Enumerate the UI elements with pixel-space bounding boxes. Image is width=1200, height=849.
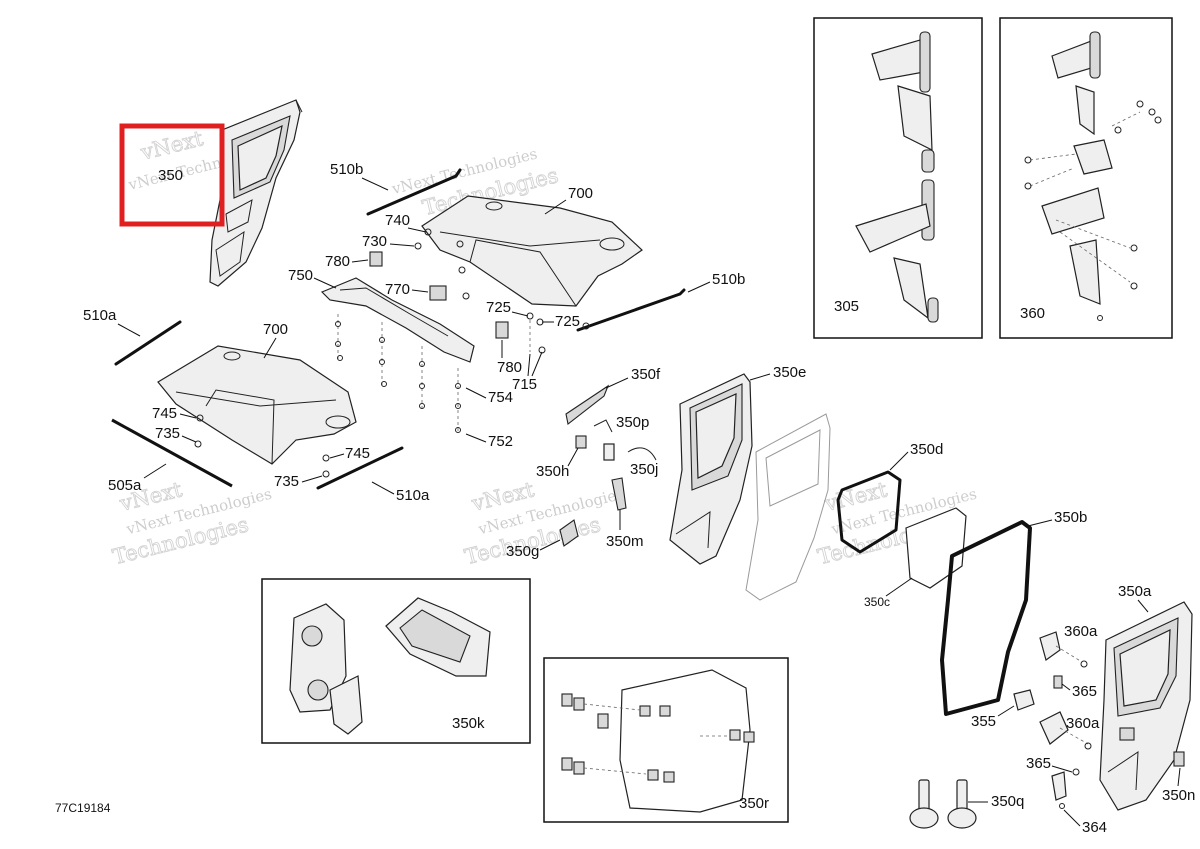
roof-panel-right-700 xyxy=(421,195,643,307)
label-350f: 350f xyxy=(631,366,661,383)
hinge-360a-lower xyxy=(1039,711,1092,750)
label-770: 770 xyxy=(385,281,410,298)
label-780-mid: 780 xyxy=(497,359,522,376)
rod-510b-top xyxy=(366,168,462,216)
latch-part xyxy=(603,443,615,461)
rod-510a-left xyxy=(114,320,182,366)
rail-750 xyxy=(320,277,475,363)
label-350k: 350k xyxy=(452,715,485,732)
label-510b-top: 510b xyxy=(330,161,363,178)
hinge-assembly-305 xyxy=(855,31,939,323)
hinge-pin-355 xyxy=(1013,689,1035,711)
door-seal-350b xyxy=(940,520,1032,716)
label-715: 715 xyxy=(512,376,537,393)
label-505a: 505a xyxy=(108,477,142,494)
window-seal-350d xyxy=(836,470,902,554)
label-350r: 350r xyxy=(739,795,769,812)
label-725-a: 725 xyxy=(486,299,511,316)
label-350h: 350h xyxy=(536,463,569,480)
label-350-highlighted: 350 xyxy=(158,167,183,184)
label-730: 730 xyxy=(362,233,387,250)
label-350j: 350j xyxy=(630,461,658,478)
label-360: 360 xyxy=(1020,305,1045,322)
label-350c: 350c xyxy=(864,595,890,609)
cable-350j xyxy=(627,447,657,461)
selected-part-highlight-box[interactable] xyxy=(119,123,225,227)
hinge-360a-upper xyxy=(1039,631,1088,668)
pad-770 xyxy=(429,285,447,301)
label-350m: 350m xyxy=(606,533,644,550)
seal-505a xyxy=(111,418,233,488)
cable-350p xyxy=(593,419,613,433)
bracket-350g xyxy=(559,519,579,547)
label-350a: 350a xyxy=(1118,583,1152,600)
label-700-right: 700 xyxy=(568,185,593,202)
door-assembly-350-thumbnail xyxy=(209,99,303,287)
label-780-top: 780 xyxy=(325,253,350,270)
bolt-365-upper xyxy=(1053,675,1063,689)
latch-handle-350k xyxy=(385,597,491,677)
window-panel-350r xyxy=(561,669,755,813)
label-360a-a: 360a xyxy=(1064,623,1098,640)
handle-350m xyxy=(611,477,627,511)
latch-350n xyxy=(1173,751,1185,767)
label-735-b: 735 xyxy=(274,473,299,490)
pad-780-mid xyxy=(495,321,509,339)
rod-510a-bottom xyxy=(316,446,404,490)
trim-350f xyxy=(565,384,610,425)
door-frame-350e xyxy=(669,373,753,565)
door-assembly-350a xyxy=(1099,601,1193,811)
label-700-left: 700 xyxy=(263,321,288,338)
label-735-a: 735 xyxy=(155,425,180,442)
bolt-columns-under-rail xyxy=(335,314,461,434)
label-360a-b: 360a xyxy=(1066,715,1100,732)
label-752: 752 xyxy=(488,433,513,450)
roof-panel-left-700 xyxy=(157,345,357,465)
label-350b: 350b xyxy=(1054,509,1087,526)
rod-510b-right xyxy=(576,288,686,332)
label-365-a: 365 xyxy=(1072,683,1097,700)
label-510b-right: 510b xyxy=(712,271,745,288)
label-350d: 350d xyxy=(910,441,943,458)
label-350e: 350e xyxy=(773,364,806,381)
label-350g: 350g xyxy=(506,543,539,560)
door-inner-frame-ghost xyxy=(745,413,831,601)
label-355: 355 xyxy=(971,713,996,730)
label-350q: 350q xyxy=(991,793,1024,810)
hinge-assembly-360 xyxy=(1024,31,1162,321)
label-510a-bottom: 510a xyxy=(396,487,430,504)
watermark-left: vNext vNext Technologies Technologies xyxy=(110,477,274,570)
label-350n: 350n xyxy=(1162,787,1195,804)
label-510a-left: 510a xyxy=(83,307,117,324)
keys-350q xyxy=(909,779,977,829)
latch-mechanism-350k xyxy=(289,603,363,735)
label-305: 305 xyxy=(834,298,859,315)
label-754: 754 xyxy=(488,389,513,406)
label-725-b: 725 xyxy=(555,313,580,330)
label-365-b: 365 xyxy=(1026,755,1051,772)
label-350p: 350p xyxy=(616,414,649,431)
handle-350h xyxy=(575,435,587,449)
label-740: 740 xyxy=(385,212,410,229)
window-panel-350c xyxy=(905,507,967,589)
pad-780-top xyxy=(369,251,383,267)
label-745-b: 745 xyxy=(345,445,370,462)
label-364: 364 xyxy=(1082,819,1107,836)
drawing-number: 77C19184 xyxy=(55,801,111,815)
label-745-a: 745 xyxy=(152,405,177,422)
label-750: 750 xyxy=(288,267,313,284)
bolt-365-lower xyxy=(1051,771,1067,801)
